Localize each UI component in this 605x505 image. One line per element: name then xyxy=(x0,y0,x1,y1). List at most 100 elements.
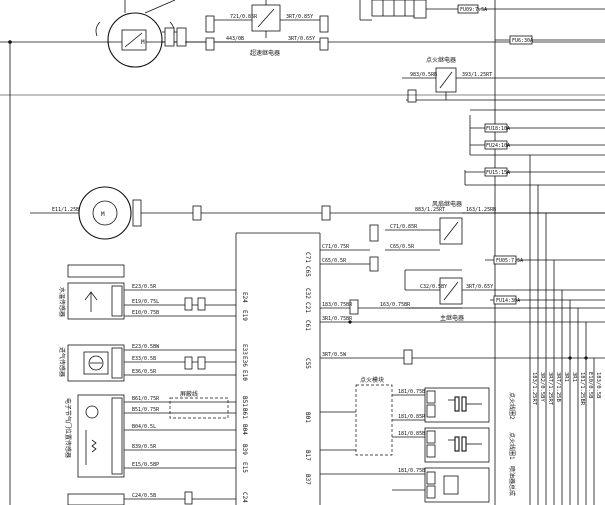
wire-label: 3RT/1.25RT xyxy=(547,372,553,406)
wire-label: B51/0.75R xyxy=(132,407,160,413)
ecu-pin: B61 xyxy=(241,408,248,419)
ecu-left-pin-labels: E24 E19 E33 E36 E10 B51 B61 B04 B39 E15 … xyxy=(241,292,248,503)
fuse-fu09: FU09:7.5A xyxy=(460,7,487,13)
wire-label: E36/0.5R xyxy=(132,369,157,375)
wire-label: B61/0.75R xyxy=(132,396,160,402)
ignition-coil-1: 点火线圈1 xyxy=(424,427,516,463)
wire-label: B39/0.5R xyxy=(132,444,157,450)
water-temp-label: 水温传感器 xyxy=(58,287,66,317)
right-bundle xyxy=(529,155,595,505)
wire-label: 3R1 xyxy=(563,372,569,382)
fuse-fu18: FU18:10A xyxy=(486,126,510,132)
wire-label: 3RT/1.25B xyxy=(555,372,561,402)
wire-label: E33/0.5B xyxy=(132,356,156,362)
wire-label: C65/0.5R xyxy=(322,258,347,264)
fuse-fu06: FU6:30A xyxy=(512,38,533,44)
wire-label: 181/0.75B xyxy=(398,468,425,474)
ecu-pin: C61 xyxy=(304,320,311,331)
fan-motor: M E11/1.25B xyxy=(30,186,142,240)
fuel-injector: 喷油器总成 xyxy=(424,466,516,503)
intake-sensor-label: 进气传感器 xyxy=(58,347,66,377)
wire-label: 181/1.25BR xyxy=(579,372,585,406)
main-relay-label: 主继电器 xyxy=(440,314,464,322)
motor-label-fan: M xyxy=(101,211,105,218)
wire-label: 3RT/0.65Y xyxy=(466,284,493,290)
ecu-pin: C55 xyxy=(304,358,311,369)
wire-label: C65/0.5R xyxy=(390,244,415,250)
wire-label: 183/0.75BR xyxy=(322,302,353,308)
ecu-pin: B51 xyxy=(241,396,248,407)
ecu-pin: B39 xyxy=(241,444,248,455)
fan-relay: 风扇继电器 883/1.25RT 163/1.25RB C71/0.85R C6… xyxy=(385,200,605,251)
wire-label: 393/1.25RT xyxy=(462,72,492,78)
throttle-sensor: 电子节气门位置传感器 xyxy=(64,394,125,478)
wire-label: 443/0B xyxy=(226,36,244,42)
motor-label-top: M xyxy=(141,39,145,46)
wire-label: 163/1.25RB xyxy=(466,207,496,213)
fuel-injector-label: 喷油器总成 xyxy=(508,466,516,496)
water-temp-sensor: 水温传感器 xyxy=(58,264,125,320)
shield-label: 屏蔽线 xyxy=(180,390,198,398)
wire-label: 181/0.75BR xyxy=(398,389,429,395)
ignition-relay: 点火继电器 983/0.5RB 393/1.25RT xyxy=(402,56,605,103)
ecu-pin: B17 xyxy=(304,450,311,461)
throttle-sensor-label: 电子节气门位置传感器 xyxy=(64,398,72,458)
wire-label: E10/0.75B xyxy=(132,310,159,316)
top-motor: M xyxy=(95,12,187,68)
ignition-coil2-label: 点火线圈2 xyxy=(508,392,516,420)
wire-label: 983/0.5RB xyxy=(410,72,437,78)
ecu-pin: B01 xyxy=(304,412,311,423)
ecu-pin-labels: C71 C65 C32 C21 C61 C55 B01 B17 B37 xyxy=(304,252,311,485)
wire-label: C24/0.5B xyxy=(132,493,156,499)
wire-label: E15/0.5BP xyxy=(132,462,159,468)
fan-relay-label: 风扇继电器 xyxy=(432,200,462,208)
wire-label: E23/0.5R xyxy=(132,284,157,290)
fuse-fu24: FU24:10A xyxy=(486,143,510,149)
ecu-pin: B04 xyxy=(241,424,248,435)
wire-label: 3R2/0.5BY xyxy=(539,372,545,402)
ecu-pin: E24 xyxy=(241,292,248,303)
ecu-pin: E36 xyxy=(241,356,248,367)
ignition-relay-label: 点火继电器 xyxy=(426,56,456,64)
wire-label: 183/0.5B xyxy=(595,372,601,399)
ecu-pin: C32 xyxy=(304,288,311,299)
intake-sensor: 进气传感器 xyxy=(58,344,125,382)
right-col-labels: 183/1.25RT 3R2/0.5BY 3RT/1.25RT 3RT/1.25… xyxy=(531,372,601,406)
wire-label: B04/0.5L xyxy=(132,424,156,430)
wire-label: 181/0.85B xyxy=(398,431,425,437)
main-relay: 主继电器 C32/0.5BY 3RT/0.65Y xyxy=(404,269,605,322)
wire-label: 3RT/0.65Y xyxy=(288,36,315,42)
fuse-fu15: FU15:15A xyxy=(486,170,510,176)
wire-label: 721/0.85R xyxy=(230,14,258,20)
ecu-pin: C21 xyxy=(304,302,311,313)
wire-label: E11/1.25B xyxy=(52,207,79,213)
wire-label: 3R1/0.75BR xyxy=(322,316,353,322)
ignition-coil1-label: 点火线圈1 xyxy=(508,432,516,460)
overspeed-relay: 721/0.85R 3RT/0.85Y 443/0B 3RT/0.65Y 超速继… xyxy=(214,0,320,57)
ecu-pin: E15 xyxy=(241,462,248,473)
ecu-pin: C65 xyxy=(304,266,311,277)
wire-label: 163/0.75BR xyxy=(380,302,411,308)
wire-label: 183/1.25RT xyxy=(531,372,537,406)
ignition-coil-2: 点火线圈2 xyxy=(424,387,516,423)
ignition-module-label: 点火模块 xyxy=(360,376,384,384)
wire-label: 181/0.85R xyxy=(398,414,426,420)
wire-label: 883/1.25RT xyxy=(415,207,445,213)
fuse-fu14: FU14:30A xyxy=(496,298,520,304)
ecu-pin: E19 xyxy=(241,310,248,321)
wire-label: E23/0.5BW xyxy=(132,344,160,350)
wire-label: C32/0.5BY xyxy=(420,284,447,290)
ecu-pin: C24 xyxy=(241,492,248,503)
fuse-fu05: FU05:7.5A xyxy=(496,258,523,264)
wire-label: E19/0.75L xyxy=(132,299,159,305)
wire-label: E10/0.5B xyxy=(587,372,593,399)
wire-label: 3R1 xyxy=(571,372,577,382)
overspeed-relay-label: 超速继电器 xyxy=(250,49,280,57)
ecu-pin: E33 xyxy=(241,344,248,355)
wire-label: C71/0.85R xyxy=(390,224,418,230)
ecu-pin: E10 xyxy=(241,370,248,381)
ecu-pin: C71 xyxy=(304,252,311,263)
wire-label: 3RT/0.5W xyxy=(322,352,347,358)
ecu-pin: B37 xyxy=(304,474,311,485)
